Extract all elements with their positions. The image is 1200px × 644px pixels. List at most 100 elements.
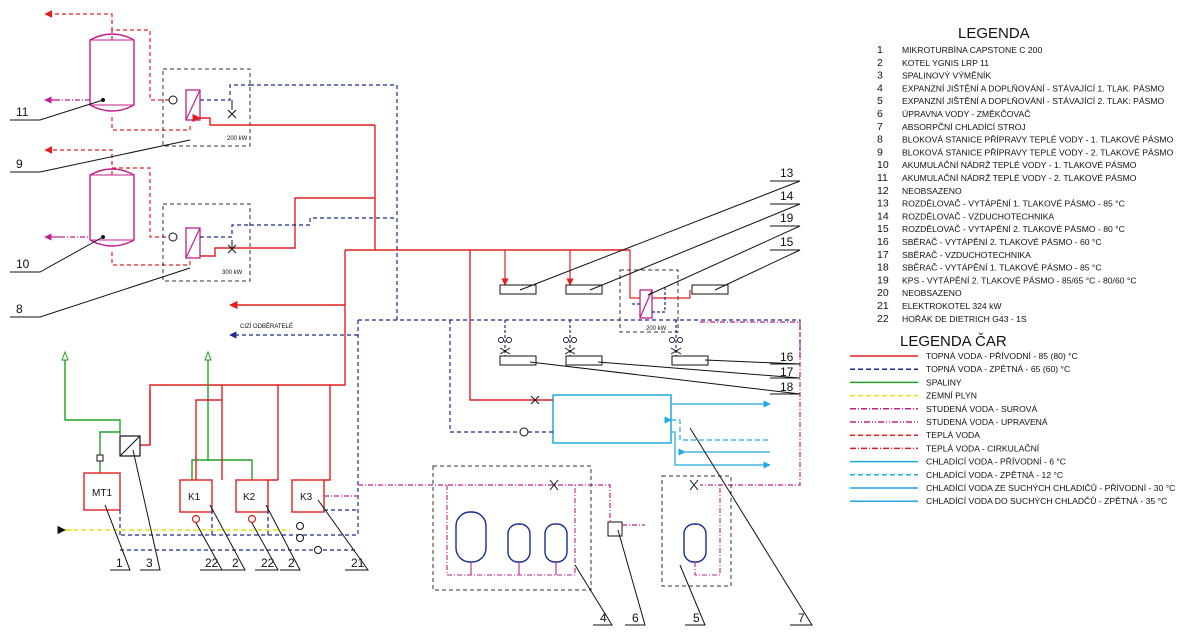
- legend-text: HOŘÁK DE DIETRICH G43 - 1S: [902, 314, 1027, 324]
- legend-num: 20: [877, 287, 889, 299]
- line-legend-title: LEGENDA ČAR: [900, 333, 1007, 350]
- line-legend-text: CHLADÍCÍ VODA DO SUCHÝCH CHLADČŮ - ZPĚTN…: [926, 495, 1167, 506]
- callout-8: 8: [16, 302, 23, 316]
- absorption-chiller-7: [519, 394, 771, 469]
- callout-11: 11: [16, 105, 29, 119]
- callout-16: 16: [780, 350, 794, 364]
- line-legend-text: TEPLÁ VODA - CIRKULAČNÍ: [926, 443, 1040, 453]
- legend-num: 1: [877, 44, 883, 56]
- line-legend-text: SPALINY: [926, 377, 962, 387]
- legend-text: SBĚRAČ - VYTÁPĚNÍ 1. TLAKOVÉ PÁSMO - 85 …: [902, 263, 1102, 273]
- legend-num: 4: [877, 82, 883, 94]
- callout-17: 17: [780, 365, 794, 379]
- expansion-4: [358, 465, 611, 591]
- line-legend-text: TOPNÁ VODA - ZPĚTNÁ - 65 (60) °C: [926, 364, 1070, 374]
- legend-title: LEGENDA: [958, 25, 1030, 42]
- legend-num: 22: [877, 313, 889, 325]
- legend-num: 13: [877, 198, 889, 210]
- line-legend-text: CHLADÍCÍ VODA - ZPĚTNÁ - 12 °C: [926, 470, 1063, 480]
- callout-21: 21: [351, 556, 365, 570]
- callout-4: 4: [600, 611, 607, 625]
- callout-22b: 22: [261, 556, 275, 570]
- legend-num: 5: [877, 95, 883, 107]
- station-8-power: 300 kW: [222, 270, 243, 276]
- microturbine-mt1: [83, 472, 121, 511]
- callout-19: 19: [780, 211, 794, 225]
- tank-10-group: [44, 146, 191, 266]
- legend-text: BLOKOVÁ STANICE PŘÍPRAVY TEPLÉ VODY - 1.…: [902, 135, 1174, 145]
- legend-num: 16: [877, 236, 889, 248]
- kps-power: 200 kW: [646, 326, 667, 332]
- kps-19: [619, 269, 679, 333]
- legend-text: NEOBSAZENO: [902, 288, 962, 298]
- callout-labels: 11 9 10 8 13 14 19 15 16 17 18 1 3 22 2 …: [16, 105, 805, 625]
- callout-10: 10: [16, 257, 30, 271]
- callout-22a: 22: [205, 556, 219, 570]
- station-9-power: 200 kW: [227, 136, 248, 142]
- callout-1: 1: [116, 556, 123, 570]
- legend-items: 1 MIKROTURBÍNA CAPSTONE C 200 2 KOTEL YGNIS…: [877, 44, 1174, 325]
- expansion-5: [661, 475, 732, 587]
- callout-9: 9: [16, 157, 23, 171]
- callout-2b: 2: [288, 556, 295, 570]
- legend-num: 10: [877, 159, 889, 171]
- legend-num: 7: [877, 121, 883, 133]
- line-legend-text: TOPNÁ VODA - PŘÍVODNÍ - 85 (80) °C: [926, 351, 1078, 361]
- legend-text: ÚPRAVNA VODY - ZMĚKČOVAČ: [902, 109, 1030, 119]
- legend-text: ABSORPČNÍ CHLADÍCÍ STROJ: [902, 122, 1026, 132]
- callout-7: 7: [798, 611, 805, 625]
- distributor-13: [499, 284, 537, 295]
- line-legend-text: CHLADÍCÍ VODA - PŘÍVODNÍ - 6 °C: [926, 457, 1066, 467]
- callout-5: 5: [693, 611, 700, 625]
- consumers-label: CIZÍ ODBĚRATELÉ: [240, 322, 293, 330]
- legend-text: ELEKTROKOTEL 324 kW: [902, 301, 1002, 311]
- station-9: 200 kW: [162, 68, 375, 147]
- callout-6: 6: [632, 611, 639, 625]
- legend-text: BLOKOVÁ STANICE PŘÍPRAVY TEPLÉ VODY - 2.…: [902, 147, 1174, 157]
- legend-num: 2: [877, 57, 883, 69]
- legend-num: 8: [877, 134, 883, 146]
- legend-num: 3: [877, 70, 883, 82]
- k3-label: K3: [300, 492, 313, 503]
- line-legend-text: ZEMNÍ PLYN: [926, 391, 977, 401]
- legend-num: 17: [877, 249, 889, 261]
- legend-text: EXPANZNÍ JIŠTĚNÍ A DOPLŇOVÁNÍ - STÁVAJÍC…: [902, 83, 1164, 93]
- legend-text: KOTEL YGNIS LRP 11: [902, 58, 989, 68]
- legend-text: ROZDĚLOVAČ - VZDUCHOTECHNIKA: [902, 211, 1054, 221]
- legend-num: 9: [877, 146, 883, 158]
- tank-10: [89, 168, 135, 247]
- legend-num: 18: [877, 262, 889, 274]
- legend-num: 6: [877, 108, 883, 120]
- boiler-plant: MT1 K1 K2 K3: [57, 350, 358, 554]
- tank-11: [89, 33, 135, 112]
- callout-3: 3: [146, 556, 153, 570]
- k1-label: K1: [188, 492, 201, 503]
- callout-13: 13: [780, 166, 794, 180]
- legend-text: ROZDĚLOVAČ - VYTÁPĚNÍ 2. TLAKOVÉ PÁSMO -…: [902, 224, 1125, 234]
- legend-num: 21: [877, 300, 889, 312]
- legend-num: 15: [877, 223, 889, 235]
- legend-num: 14: [877, 210, 889, 222]
- legend-num: 19: [877, 274, 889, 286]
- collector-17: [565, 355, 603, 366]
- line-legend-text: CHLADÍCÍ VODA ZE SUCHÝCH CHLADIČŮ - PŘÍV…: [926, 482, 1175, 493]
- callout-leaders: [10, 99, 813, 626]
- callout-14: 14: [780, 189, 794, 203]
- station-8: 300 kW: [162, 197, 375, 282]
- line-legend-items: TOPNÁ VODA - PŘÍVODNÍ - 85 (80) °C TOPNÁ …: [850, 351, 1175, 506]
- legend-text: SBĚRAČ - VYTÁPĚNÍ 2. TLAKOVÉ PÁSMO - 60 …: [902, 237, 1102, 247]
- legend-text: EXPANZNÍ JIŠTĚNÍ A DOPLŇOVÁNÍ - STÁVAJÍC…: [902, 96, 1164, 106]
- legend-num: 12: [877, 185, 889, 197]
- legend-text: NEOBSAZENO: [902, 186, 962, 196]
- callout-15: 15: [780, 235, 794, 249]
- legend-text: SBĚRAČ - VZDUCHOTECHNIKA: [902, 250, 1031, 260]
- softener-6: [607, 521, 645, 537]
- legend-text: MIKROTURBÍNA CAPSTONE C 200: [902, 45, 1042, 55]
- distributor-14: [565, 284, 603, 295]
- tank-11-group: [44, 10, 191, 131]
- legend-text: KPS - VYTÁPĚNÍ 2. TLAKOVÉ PÁSMO - 85/65 …: [902, 275, 1137, 285]
- legend-num: 11: [877, 172, 888, 184]
- legend-text: SPALINOVÝ VÝMĚNÍK: [902, 71, 991, 81]
- legend-text: AKUMULAČNÍ NÁDRŽ TEPLÉ VODY - 1. TLAKOVÉ…: [902, 160, 1137, 170]
